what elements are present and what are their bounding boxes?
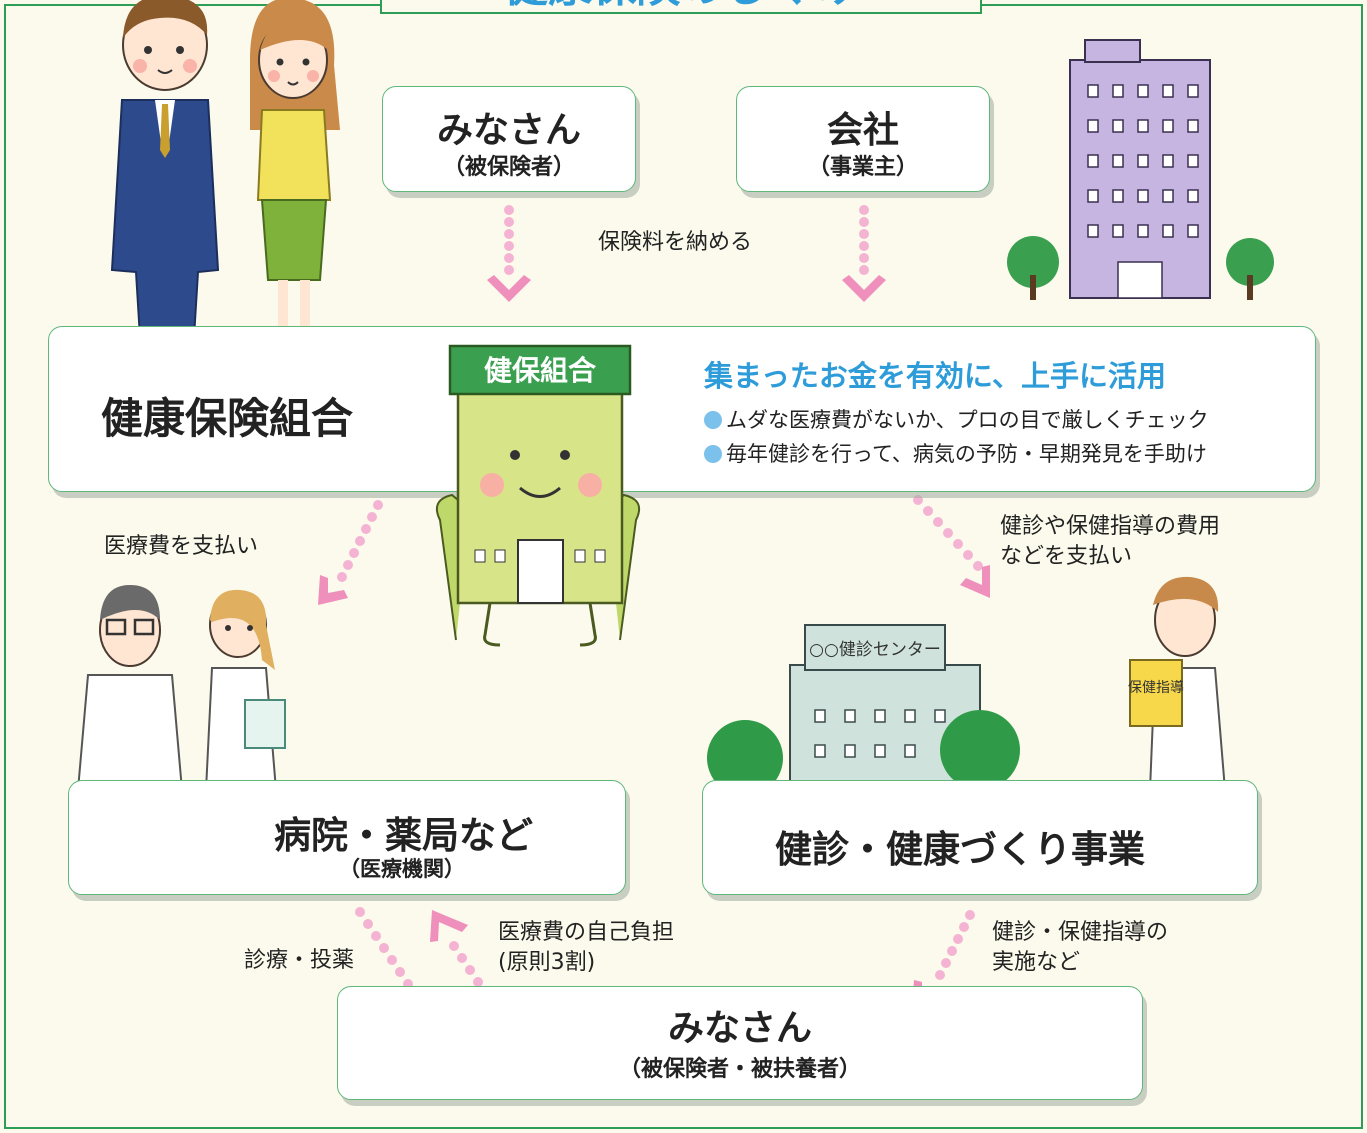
union-building-sign: 健保組合 <box>484 354 597 387</box>
label-pay-premium: 保険料を納める <box>598 230 753 255</box>
box-members-top-title: みなさん <box>436 110 581 151</box>
union-info-list: ムダな医療費がないか、プロの目で厳しくチェック 毎年健診を行って、病気の予防・早… <box>704 403 1209 471</box>
union-info-heading: 集まったお金を有効に、上手に活用 <box>704 359 1166 393</box>
box-hospital: 病院・薬局など （医療機関） <box>68 780 626 895</box>
label-pay-medical: 医療費を支払い <box>104 534 259 559</box>
label-treatment: 診療・投薬 <box>244 948 355 973</box>
clipboard-sign: 保健指導 <box>1128 680 1184 696</box>
arrow-company-to-union <box>842 205 886 302</box>
box-company: 会社 （事業主） <box>736 86 990 192</box>
box-company-title: 会社 <box>826 110 899 151</box>
box-members-top: みなさん （被保険者） <box>382 86 636 192</box>
arrow-union-to-hospital <box>318 500 383 605</box>
box-members-bottom-title: みなさん <box>667 1008 812 1049</box>
arrow-union-to-checkup <box>913 495 990 598</box>
box-hospital-title: 病院・薬局など <box>274 814 533 857</box>
arrow-members-to-union <box>487 205 531 302</box>
label-checkup-impl: 健診・保健指導の 実施など <box>992 920 1169 975</box>
box-members-bottom-sub: （被保険者・被扶養者） <box>618 1057 861 1082</box>
diagram-title: 健康保険のしくみ <box>382 0 980 22</box>
title-tab: 健康保険のしくみ <box>380 0 982 14</box>
label-copay: 医療費の自己負担 (原則3割) <box>498 920 675 975</box>
checkup-center-sign: ○○健診センター <box>809 640 941 660</box>
box-checkup: 健診・健康づくり事業 <box>702 780 1258 895</box>
bullet-dot-icon <box>704 445 722 463</box>
box-checkup-title: 健診・健康づくり事業 <box>775 828 1145 871</box>
businesswoman-illustration <box>250 0 340 368</box>
union-info-item: 毎年健診を行って、病気の予防・早期発見を手助け <box>704 437 1209 471</box>
box-members-top-sub: （被保険者） <box>442 155 575 180</box>
union-info-item: ムダな医療費がないか、プロの目で厳しくチェック <box>704 403 1209 437</box>
office-building-illustration <box>1007 39 1274 300</box>
box-company-sub: （事業主） <box>807 155 918 180</box>
label-pay-checkup: 健診や保健指導の費用 などを支払い <box>1000 514 1221 569</box>
box-health-union: 健康保険組合 集まったお金を有効に、上手に活用 ムダな医療費がないか、プロの目で… <box>48 326 1316 492</box>
bullet-dot-icon <box>704 411 722 429</box>
box-health-union-title: 健康保険組合 <box>101 394 354 443</box>
box-members-bottom: みなさん （被保険者・被扶養者） <box>337 986 1143 1100</box>
box-hospital-sub: （医療機関） <box>339 857 465 881</box>
checkup-center-illustration <box>707 624 1020 796</box>
